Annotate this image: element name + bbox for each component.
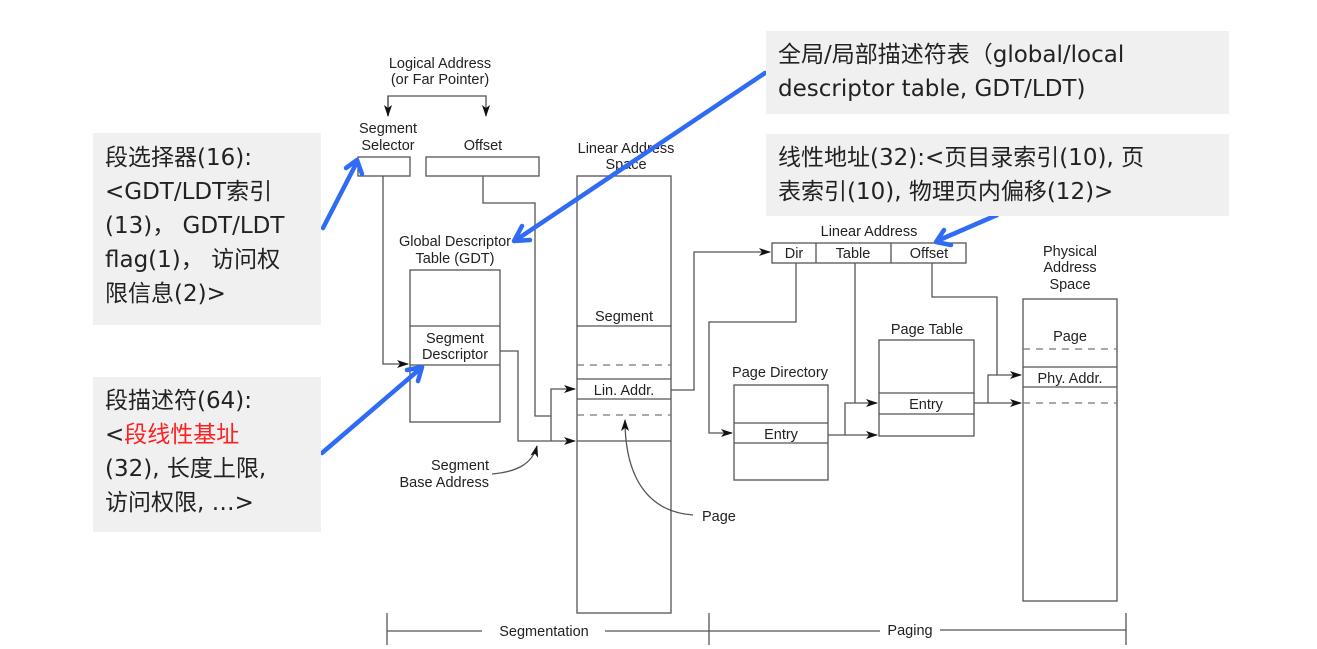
offset-path	[482, 176, 551, 417]
page-label-physical: Page	[1053, 329, 1087, 345]
note-line: (32), 长度上限,	[105, 456, 267, 482]
segment-descriptor-note: 段描述符(64): <段线性基址 (32), 长度上限, 访问权限, …>	[93, 377, 321, 532]
logical-address-sublabel: (or Far Pointer)	[391, 72, 489, 88]
segment-descriptor-label-2: Descriptor	[422, 347, 488, 363]
pt-entry-label: Entry	[909, 397, 944, 413]
segment-base-pointer	[491, 445, 539, 475]
page-directory	[733, 384, 829, 481]
descriptor-to-base-arrow	[500, 350, 576, 445]
descriptor-annotation-arrow	[319, 364, 425, 456]
table-to-pt-arrow	[844, 263, 877, 435]
dir-to-pd-arrow	[708, 263, 797, 437]
note-line: 全局/局部描述符表（global/local	[778, 42, 1125, 68]
la-offset-to-phy-arrow	[931, 263, 1022, 379]
segment-selector-note: 段选择器(16): <GDT/LDT索引 (13)， GDT/LDT flag(…	[93, 133, 321, 325]
note-line: 限信息(2)>	[105, 281, 226, 307]
descriptor-table-note: 全局/局部描述符表（global/local descriptor table,…	[766, 31, 1229, 114]
segmentation-label: Segmentation	[499, 624, 588, 640]
pd-entry-label: Entry	[764, 427, 799, 443]
linear-address-annotation-arrow	[933, 212, 1000, 248]
offset-field: Offset	[910, 246, 948, 262]
note-line: (13)， GDT/LDT	[105, 213, 285, 239]
segment-label: Segment	[595, 309, 653, 325]
note-line: <段线性基址	[105, 418, 321, 452]
note-line: 访问权限, …>	[105, 490, 254, 516]
note-line: 表索引(10), 物理页内偏移(12)>	[778, 179, 1114, 205]
segment-descriptor-label: Segment	[426, 331, 484, 347]
segment-selector-box	[357, 156, 411, 177]
phy-branch-line	[987, 374, 997, 403]
note-line: 段描述符(64):	[105, 388, 252, 414]
linear-space-label: Linear Address	[578, 141, 675, 157]
table-field: Table	[836, 246, 871, 262]
offset-label: Offset	[464, 138, 502, 154]
gdt-table	[409, 269, 501, 423]
paging-label: Paging	[887, 623, 932, 639]
page-table-label: Page Table	[891, 322, 963, 338]
physical-space-label: Physical	[1043, 244, 1097, 260]
linear-address-note: 线性地址(32):<页目录索引(10), 页 表索引(10), 物理页内偏移(1…	[766, 134, 1229, 216]
linear-address-box	[771, 242, 967, 264]
linear-address-label: Linear Address	[821, 224, 918, 240]
selector-annotation-arrow	[320, 157, 365, 231]
segment-selector-label-2: Selector	[361, 138, 414, 154]
dir-field: Dir	[785, 246, 804, 262]
page-label-linear: Page	[702, 509, 736, 525]
segment-base-label: Segment	[431, 458, 489, 474]
note-line: 段选择器(16):	[105, 145, 252, 171]
physical-space-label-2: Address	[1043, 260, 1096, 276]
physical-space-label-3: Space	[1049, 277, 1090, 293]
lin-addr-to-linear-address-arrow	[671, 248, 771, 391]
page-pointer	[621, 419, 694, 516]
offset-to-lin-addr-arrow	[550, 385, 576, 441]
page-directory-label: Page Directory	[732, 365, 829, 381]
gdt-label: Global Descriptor	[399, 234, 511, 250]
segment-selector-label: Segment	[359, 121, 417, 137]
note-line: descriptor table, GDT/LDT)	[778, 76, 1086, 102]
linear-address-space	[576, 175, 672, 614]
note-line: 线性地址(32):<页目录索引(10), 页	[778, 145, 1145, 171]
logical-address-label: Logical Address	[389, 56, 491, 72]
logical-split-line	[387, 95, 490, 117]
phy-addr-label: Phy. Addr.	[1037, 371, 1102, 387]
page-table	[878, 339, 975, 437]
selector-to-descriptor-arrow	[382, 176, 409, 368]
note-line: flag(1)， 访问权	[105, 247, 281, 273]
segment-base-highlight: 段线性基址	[124, 422, 240, 448]
gdt-label-2: Table (GDT)	[416, 251, 495, 267]
segment-base-label-2: Base Address	[400, 475, 489, 491]
lin-addr-label: Lin. Addr.	[594, 383, 654, 399]
offset-box	[425, 156, 540, 177]
gdt-annotation-arrow	[511, 70, 768, 244]
note-line: <GDT/LDT索引	[105, 179, 273, 205]
note-prefix: <	[105, 422, 125, 448]
